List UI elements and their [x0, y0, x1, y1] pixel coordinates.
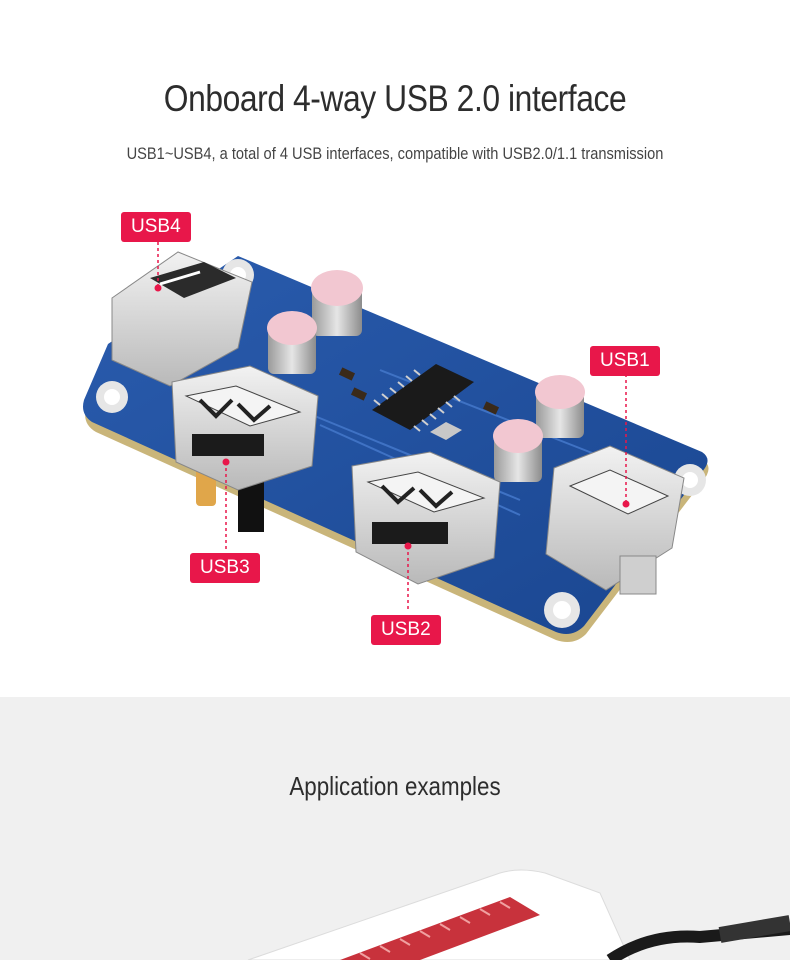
page-subtitle: USB1~USB4, a total of 4 USB interfaces, … [126, 144, 664, 163]
usb1-callout: USB1 [590, 346, 660, 376]
usb-hub-board-illustration [83, 242, 709, 642]
section-title: Application examples [289, 771, 501, 801]
usb3-callout: USB3 [190, 553, 260, 583]
product-image [0, 200, 790, 660]
application-photo-preview [247, 869, 790, 960]
capacitor [311, 270, 363, 336]
application-section: Application examples [0, 697, 790, 960]
usb2-callout: USB2 [371, 615, 441, 645]
feature-section: Onboard 4-way USB 2.0 interface USB1~USB… [0, 78, 790, 660]
page-title: Onboard 4-way USB 2.0 interface [163, 78, 627, 119]
usb4-callout: USB4 [121, 212, 191, 242]
